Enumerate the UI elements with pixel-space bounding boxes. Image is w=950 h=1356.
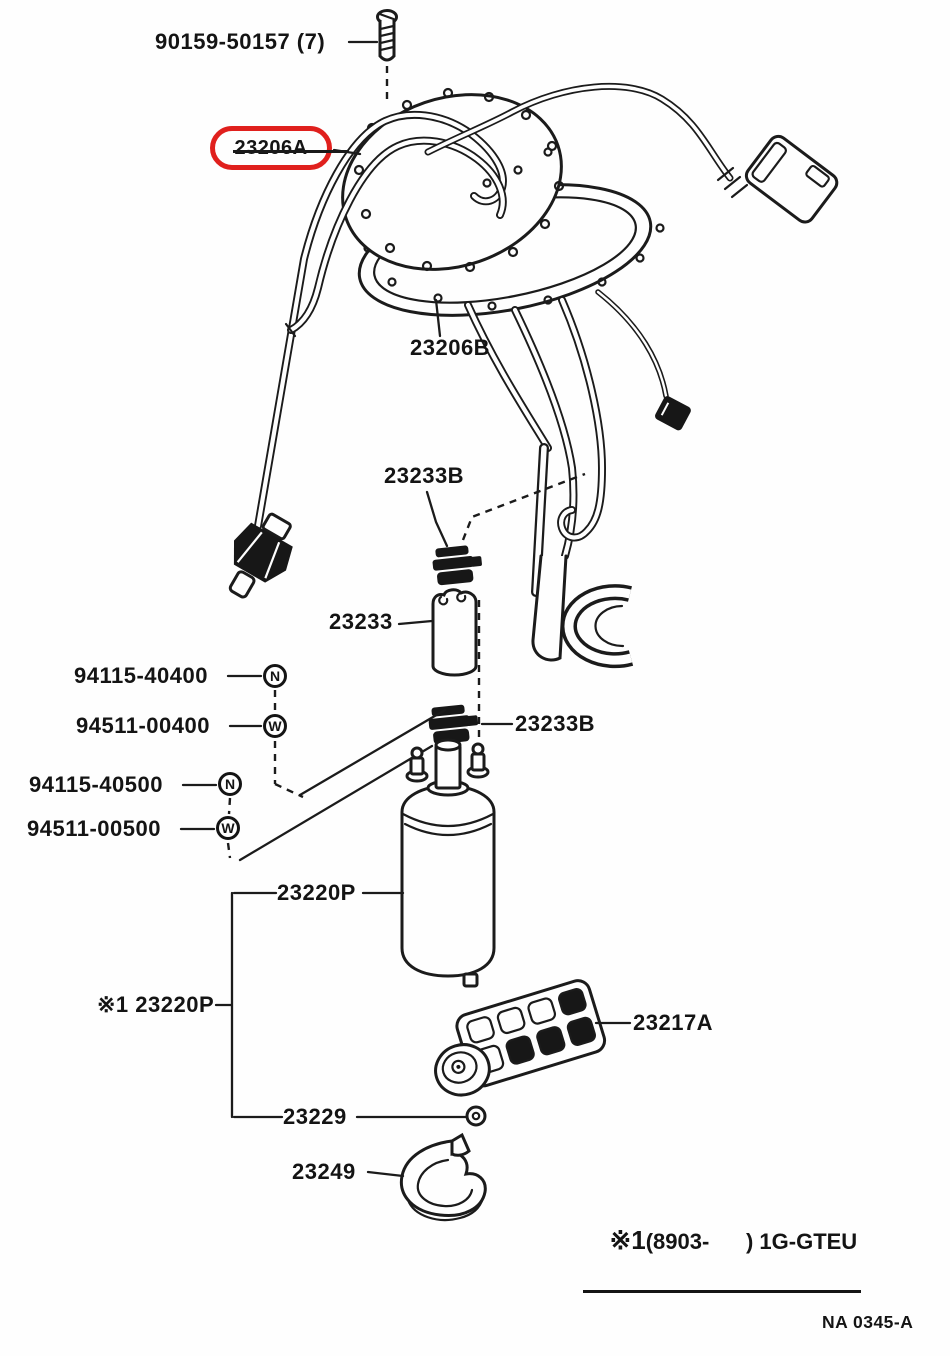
fastener-alignment-lines [226, 690, 447, 862]
part-label-23233b-lower: 23233B [515, 711, 596, 736]
highlight-ring: 23206A [210, 126, 349, 170]
mounting-plate-drawing [341, 87, 565, 273]
union-nut-drawing [228, 512, 293, 599]
rubber-cushion-drawing [431, 588, 478, 677]
part-label-23206b: 23206B [410, 335, 491, 360]
part-label-23233: 23233 [329, 609, 393, 634]
part-label-94511-00500: 94511-00500 [27, 816, 161, 841]
part-label-94115-40400: 94115-40400 [74, 663, 208, 688]
part-label-23220p: 23220P [277, 880, 356, 905]
hose-clamp-upper-drawing [432, 545, 482, 586]
part-label-94115-40500: 94115-40500 [29, 772, 163, 797]
fuel-pump-drawing [400, 738, 496, 988]
note-text: (8903- ) 1G-GTEU [645, 1229, 858, 1254]
note-ref-mark: ※1 [609, 1225, 646, 1255]
nut-symbol-upper: N [263, 664, 287, 688]
part-label-90159-50157: 90159-50157 (7) [155, 29, 326, 54]
wire-harness-drawing [424, 82, 839, 224]
pump-cushion-drawing [399, 1132, 487, 1222]
leader-23233b-upper [425, 490, 449, 548]
leader-through-line [233, 150, 349, 153]
part-label-23220p-alt: ※1 23220P [97, 992, 215, 1017]
clamp-alignment-dash [461, 472, 586, 541]
washer-symbol-upper: W [263, 714, 287, 738]
hoses-drawing [464, 289, 691, 597]
hose-clamp-lower-drawing [428, 704, 479, 745]
sender-connector-drawing [655, 396, 691, 431]
applicability-note: ※1(8903- ) 1G-GTEU [583, 1198, 862, 1293]
drawing-number: NA 0345-A [822, 1312, 914, 1332]
bracket-hook-drawing [531, 554, 634, 669]
part-label-23229: 23229 [283, 1104, 347, 1129]
washer-symbol-lower: W [216, 816, 240, 840]
part-label-23217a: 23217A [633, 1010, 714, 1035]
part-label-23233b-upper: 23233B [384, 463, 465, 488]
part-label-23249: 23249 [292, 1159, 356, 1184]
screw-drawing [376, 9, 398, 62]
leader-23206b [434, 298, 442, 338]
part-label-94511-00400: 94511-00400 [76, 713, 210, 738]
bracket-leader-lines [214, 891, 468, 1119]
filter-bracket-drawing [434, 979, 607, 1097]
part-label-23206a: 23206A [234, 137, 308, 159]
harness-connector-drawing [744, 134, 839, 224]
nut-symbol-lower: N [218, 772, 242, 796]
grommet-drawing [465, 1105, 487, 1127]
leader-23249 [366, 1170, 405, 1178]
fuel-tubes-drawing [254, 110, 507, 530]
